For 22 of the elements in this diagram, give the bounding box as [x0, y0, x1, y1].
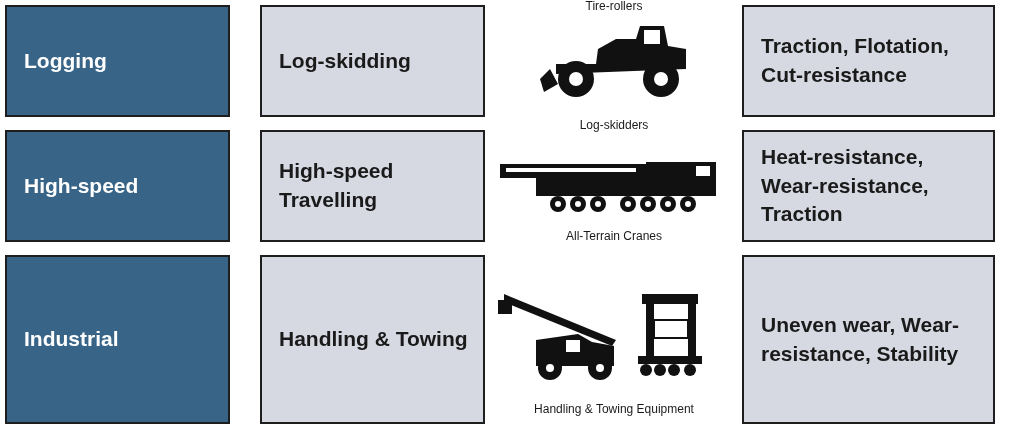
box-text: Logging — [24, 47, 107, 74]
category-box — [5, 130, 230, 242]
description-box — [742, 5, 995, 117]
description-box — [742, 255, 995, 424]
category-box — [5, 255, 230, 424]
description-box — [260, 5, 485, 117]
box-text: Industrial — [24, 326, 119, 353]
category-box — [5, 5, 230, 117]
vehicle-caption: All-Terrain Cranes — [566, 230, 662, 242]
box-text: Handling & Towing — [279, 326, 468, 353]
description-box — [742, 130, 995, 242]
vehicle-caption: Tire-rollers — [585, 0, 643, 12]
box-text: Uneven wear, Wear-resistance, Stability — [761, 311, 961, 367]
box-text: Heat-resistance, Wear-resistance, Traction — [761, 144, 930, 228]
box-text: Traction, Flotation, Cut-resistance — [761, 33, 950, 88]
vehicle-caption: Log-skidders — [579, 119, 649, 131]
box-text: Log-skidding — [279, 47, 411, 74]
description-box — [260, 255, 485, 424]
box-text: High-speed — [24, 172, 139, 199]
box-text: High-speed Travelling — [279, 158, 395, 213]
description-box — [260, 130, 485, 242]
vehicle-caption: Handling & Towing Equipment — [534, 403, 694, 415]
